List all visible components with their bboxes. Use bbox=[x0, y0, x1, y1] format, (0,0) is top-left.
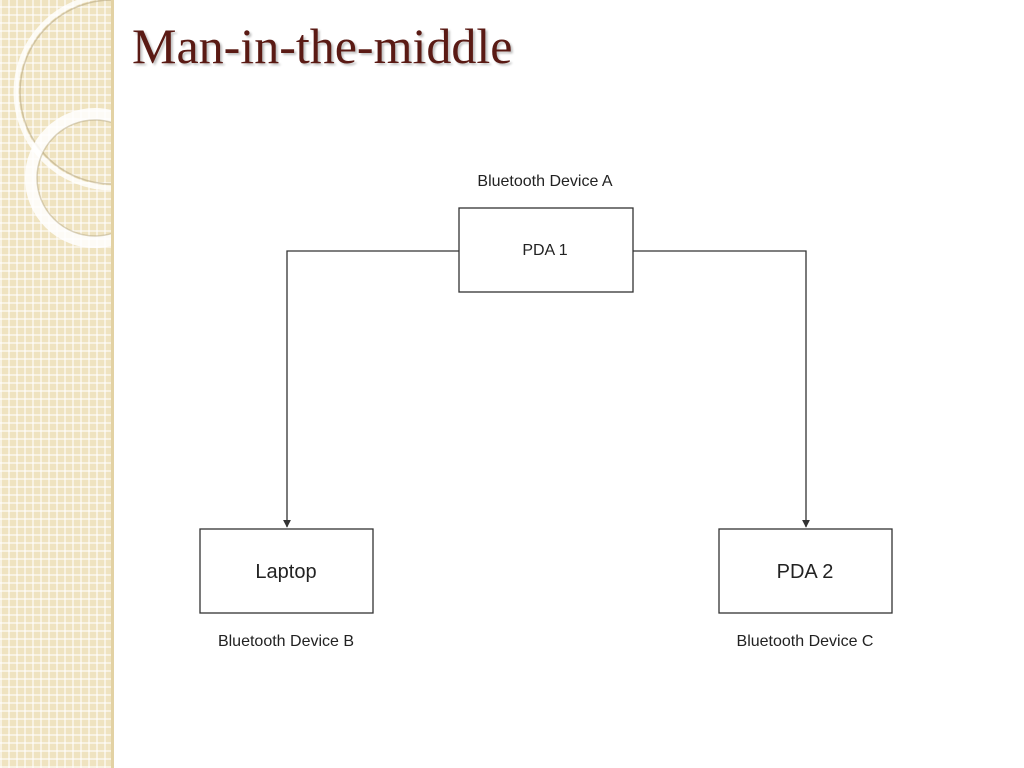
sidebar-edge bbox=[111, 0, 114, 768]
node-pda1-label: PDA 1 bbox=[522, 242, 567, 259]
node-laptop-label: Laptop bbox=[255, 561, 316, 583]
node-pda1-box bbox=[458, 207, 634, 293]
node-pda2-label: PDA 2 bbox=[777, 561, 834, 583]
node-pda2-box bbox=[718, 528, 893, 614]
sidebar-pattern bbox=[0, 0, 113, 768]
edge-pda1-to-pda2 bbox=[633, 250, 810, 528]
slide-title: Man-in-the-middle bbox=[132, 18, 513, 74]
caption-bluetooth-device-c: Bluetooth Device C bbox=[737, 633, 874, 650]
deco-ring-small-shadow bbox=[36, 119, 113, 237]
edge-pda1-to-laptop bbox=[283, 250, 459, 528]
caption-bluetooth-device-a: Bluetooth Device A bbox=[477, 173, 613, 190]
node-laptop-box bbox=[199, 528, 374, 614]
caption-bluetooth-device-b: Bluetooth Device B bbox=[218, 633, 354, 650]
deco-ring-small bbox=[25, 108, 113, 248]
